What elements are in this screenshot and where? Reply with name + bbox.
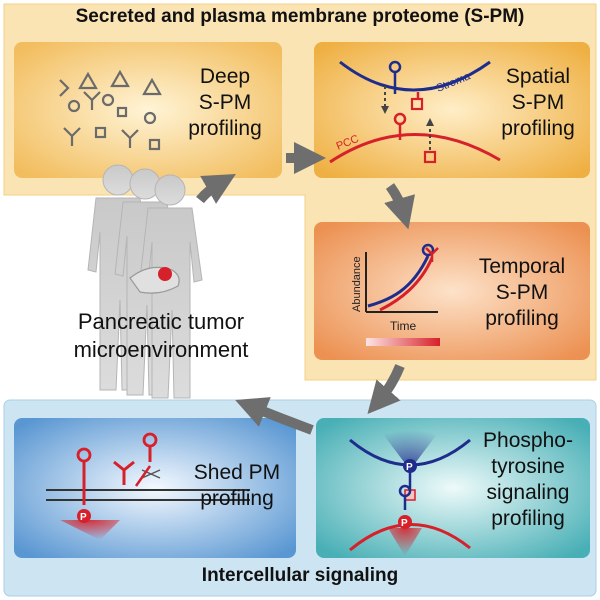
- temporal-panel-label: Temporal S-PM profiling: [458, 254, 586, 332]
- tumor-microenvironment-label: Pancreatic tumor microenvironment: [16, 308, 306, 364]
- phospho-p-blue-label: P: [406, 462, 413, 473]
- spatial-panel: [314, 42, 590, 178]
- temporal-label-line3: profiling: [485, 307, 559, 330]
- shed-p-label: P: [80, 512, 87, 523]
- phospho-p-red-label: P: [401, 518, 408, 529]
- cycle-arrows: [196, 141, 415, 435]
- y-axis-label: Abundance: [351, 256, 363, 312]
- tumor-label-line1: Pancreatic tumor: [77, 309, 245, 334]
- temporal-label-line1: Temporal: [478, 255, 566, 278]
- footer-title: Intercellular signaling: [201, 565, 399, 586]
- deep-label-line2: S-PM: [198, 91, 252, 114]
- spatial-membranes: [329, 60, 501, 164]
- pancreas-icon: [129, 266, 180, 294]
- phospho-panel-label: Phospho- tyrosine signaling profiling: [470, 428, 586, 532]
- spatial-label-line1: Spatial: [505, 65, 571, 88]
- temporal-label-line2: S-PM: [495, 281, 549, 304]
- shed-label-line1: Shed PM: [193, 461, 281, 484]
- header-title: Secreted and plasma membrane proteome (S…: [75, 6, 525, 27]
- phospho-drawing: [349, 430, 471, 556]
- phospho-label-line1: Phospho-: [483, 429, 573, 452]
- spatial-label-line2: S-PM: [511, 91, 565, 114]
- human-silhouettes: [87, 164, 203, 399]
- deep-label-line3: profiling: [188, 117, 262, 140]
- deep-panel-label: Deep S-PM profiling: [170, 64, 280, 142]
- phospho-label-line3: signaling: [486, 481, 570, 504]
- shed-drawing: [46, 432, 250, 540]
- spatial-label-line3: profiling: [501, 117, 575, 140]
- x-axis-label: Time: [390, 319, 417, 333]
- temporal-chart: [365, 243, 440, 346]
- phospho-label-line2: tyrosine: [491, 455, 565, 478]
- phospho-label-line4: profiling: [491, 507, 565, 530]
- deep-protein-glyphs: [59, 69, 162, 151]
- tumor-label-line2: microenvironment: [73, 337, 249, 362]
- shed-panel-label: Shed PM profiling: [182, 460, 292, 512]
- temporal-panel: [314, 222, 590, 360]
- deep-panel: [14, 42, 282, 178]
- shed-label-line2: profiling: [200, 487, 274, 510]
- spatial-panel-label: Spatial S-PM profiling: [490, 64, 586, 142]
- phospho-panel: [316, 418, 590, 558]
- deep-label-line1: Deep: [199, 65, 251, 88]
